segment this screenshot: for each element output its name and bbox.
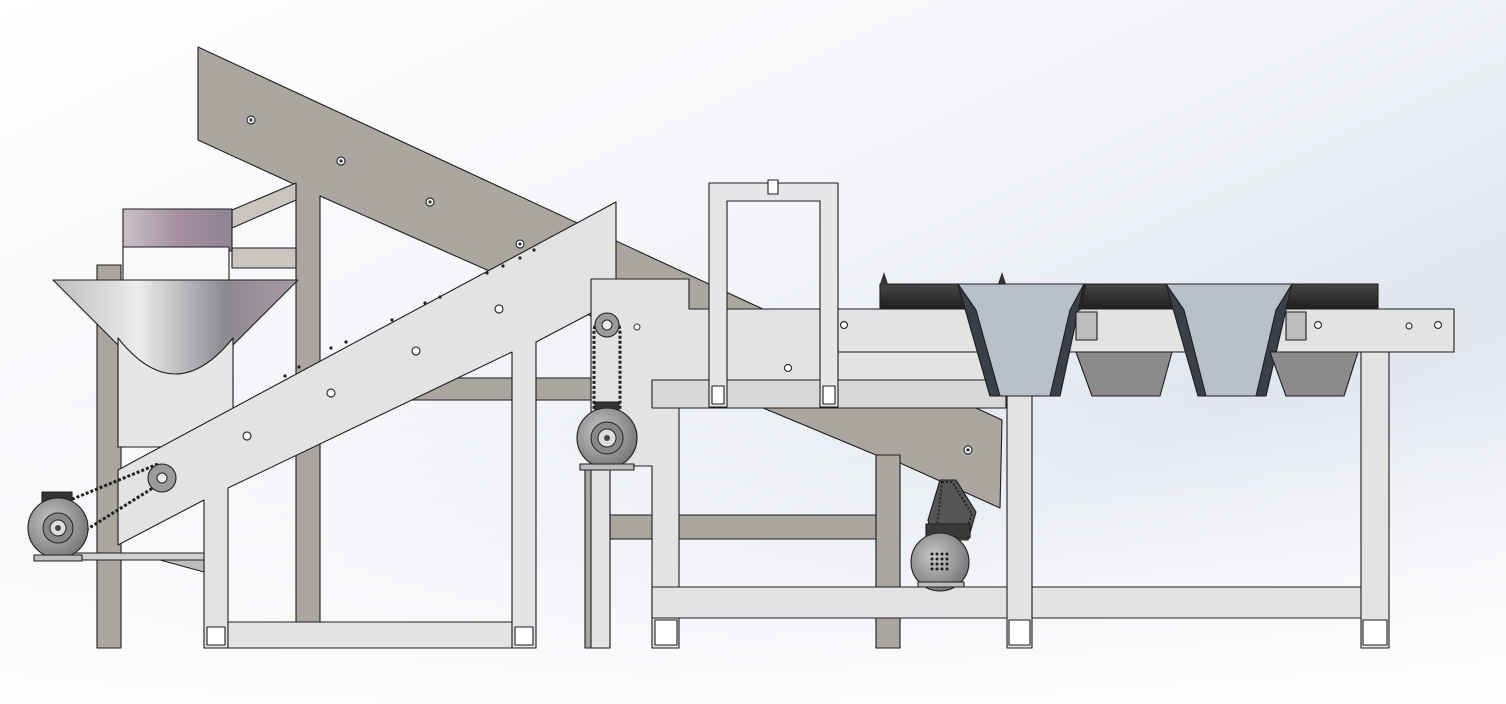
feed-hopper bbox=[52, 208, 299, 448]
drive-motor-center bbox=[576, 312, 638, 471]
gantry-frame bbox=[708, 179, 839, 408]
drive-motor-left bbox=[27, 462, 177, 562]
drive-motor-right bbox=[910, 479, 977, 592]
sorting-table bbox=[783, 272, 1455, 649]
